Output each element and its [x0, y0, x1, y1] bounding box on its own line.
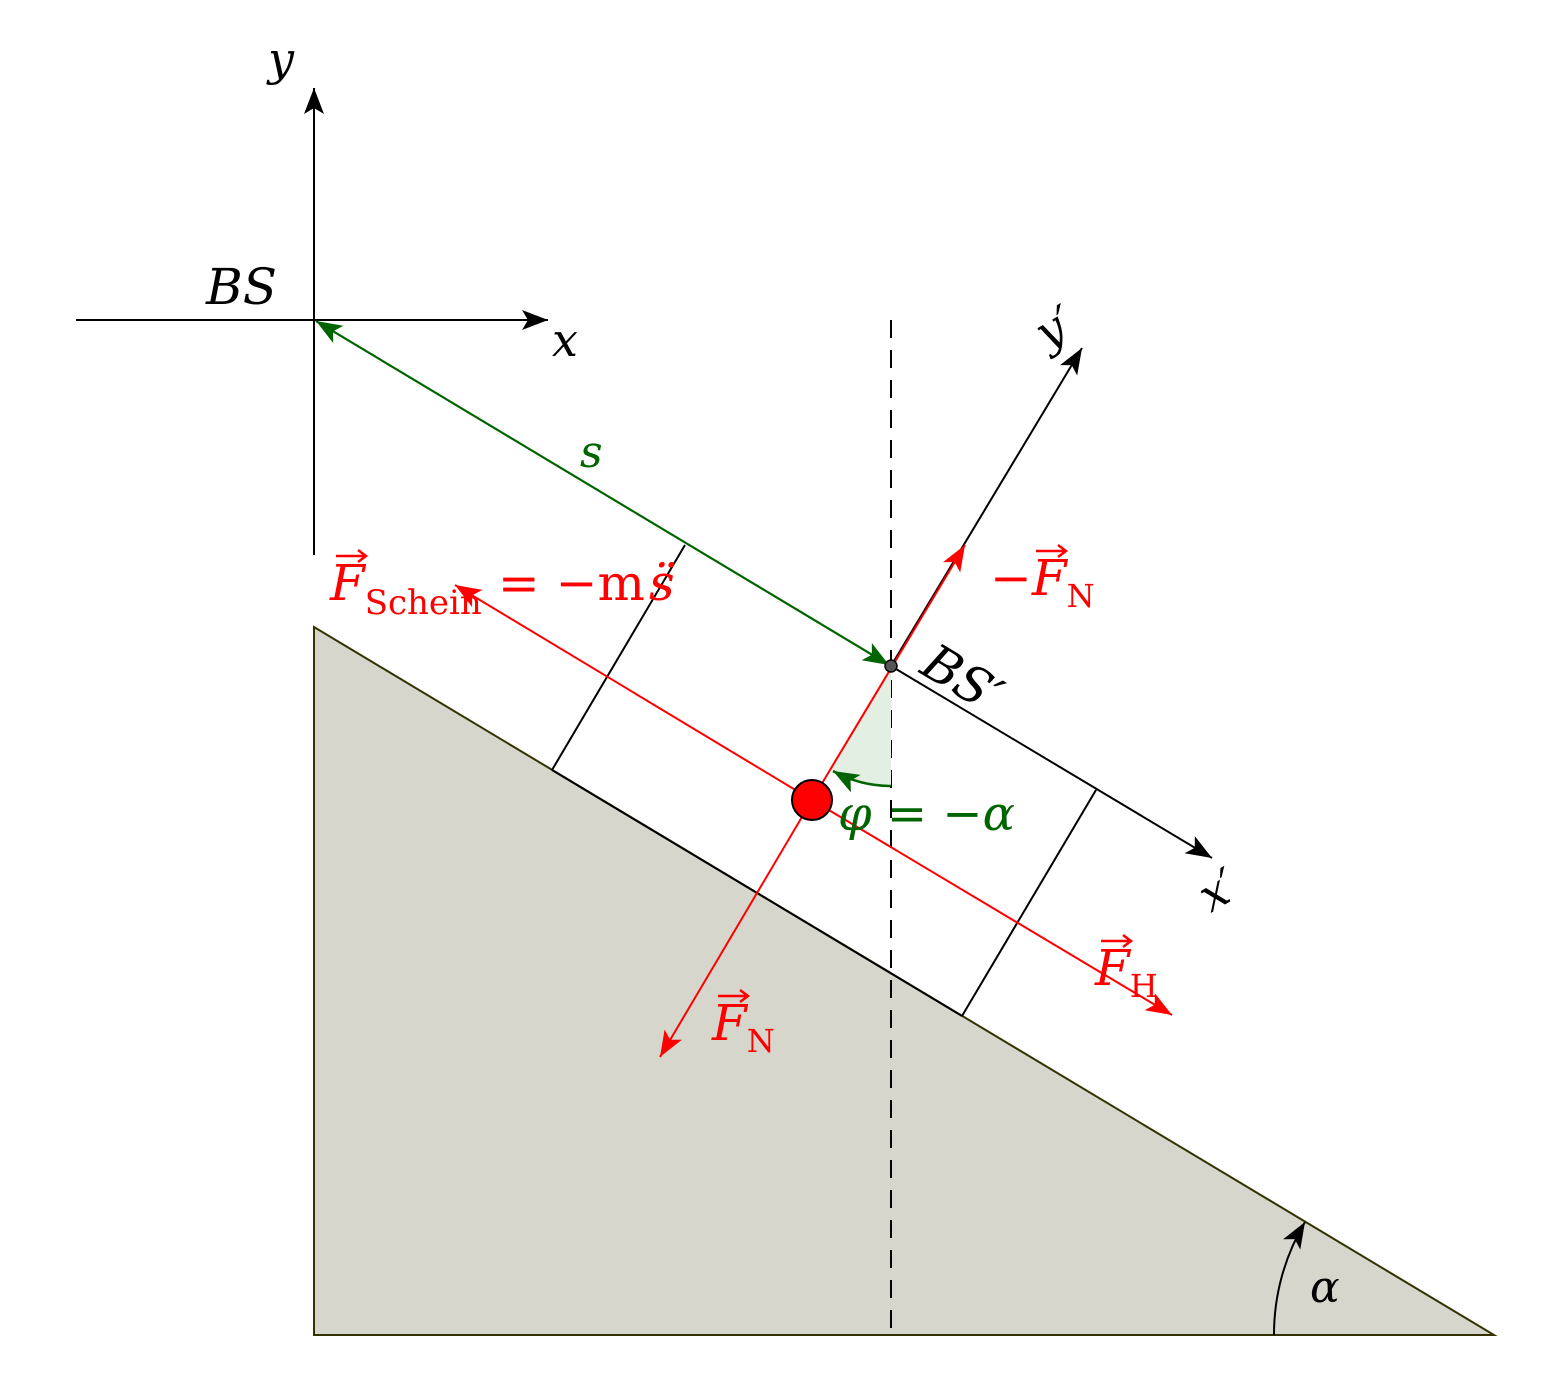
- alpha-angle-arc: [1272, 1221, 1306, 1336]
- vector-arrow-icon: [1101, 934, 1134, 948]
- f-schein-arrow: [454, 584, 813, 801]
- phi-label: φ = −α: [838, 786, 1015, 842]
- svg-text:FN: FN: [711, 994, 775, 1060]
- f-schein-label: FSchein= −ms̈: [329, 549, 675, 623]
- fn-arrow: [659, 799, 813, 1058]
- svg-text:FSchein= −ms̈: FSchein= −ms̈: [329, 554, 675, 623]
- alpha-label: α: [1310, 1262, 1340, 1313]
- bs-prime-origin-point: [884, 659, 898, 673]
- minus-fn-arrow: [811, 544, 966, 801]
- bs-prime-label: BS′: [911, 632, 1013, 725]
- fh-arrow: [811, 799, 1173, 1016]
- svg-text:FH: FH: [1094, 939, 1158, 1005]
- x-prime-label: x′: [1188, 857, 1247, 922]
- x-axis-label: x: [552, 313, 578, 367]
- s-displacement-arrowhead: [315, 320, 890, 666]
- y-prime-label: y′: [1023, 294, 1084, 360]
- mass-point: [791, 779, 833, 821]
- s-label: s: [580, 427, 603, 478]
- fn-label: FN: [711, 989, 775, 1060]
- x-prime-axis: [890, 665, 1213, 859]
- block-left-edge: [551, 544, 686, 771]
- minus-fn-label: −FN: [990, 544, 1095, 615]
- phi-angle-arc: [832, 769, 892, 793]
- bs-label: BS: [205, 258, 277, 316]
- y-axis-label: y: [266, 32, 295, 86]
- vector-arrow-icon: [1036, 544, 1069, 558]
- y-prime-axis: [890, 347, 1083, 667]
- block-right-edge: [961, 789, 1097, 1017]
- vector-arrow-icon: [718, 989, 751, 1003]
- svg-text:−FN: −FN: [990, 549, 1095, 615]
- fh-label: FH: [1094, 934, 1158, 1005]
- vector-arrow-icon: [336, 549, 369, 563]
